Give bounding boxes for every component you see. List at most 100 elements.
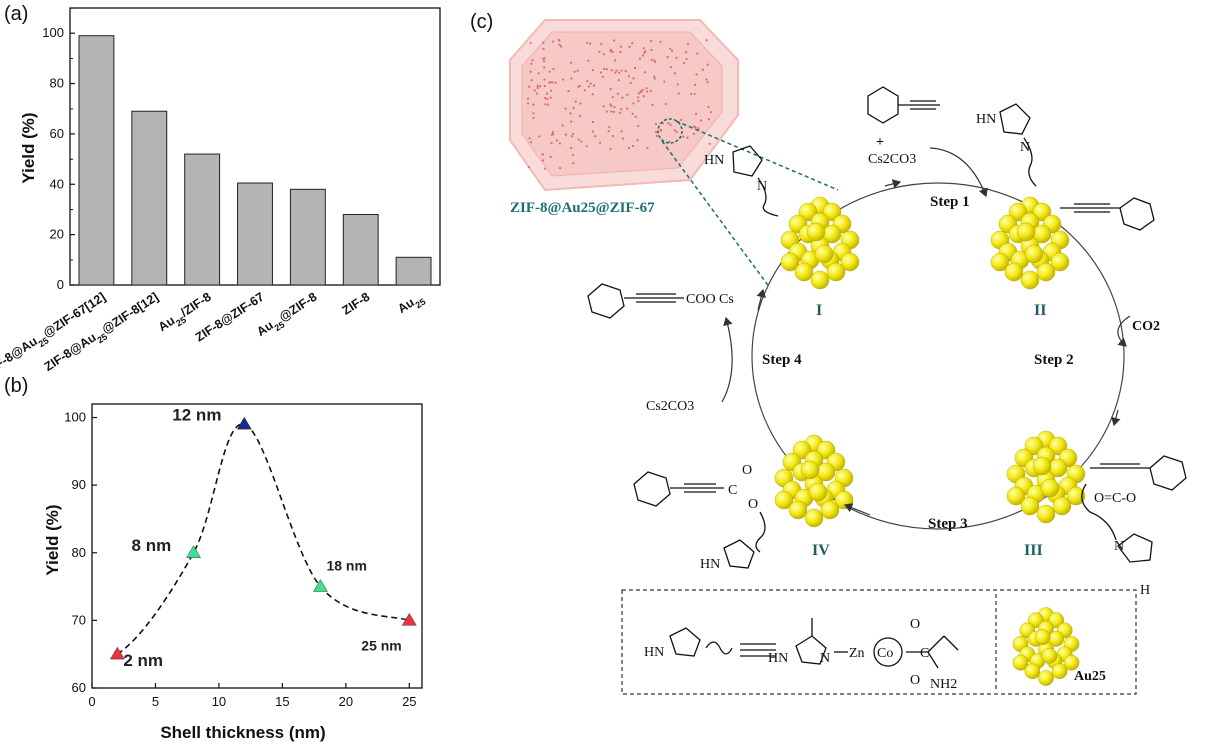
crystal-dot (614, 71, 617, 74)
crystal-dot (572, 162, 575, 165)
crystal-dot (677, 92, 680, 95)
crystal-dot (587, 59, 590, 62)
panel-label-c: (c) (470, 11, 493, 33)
crystal-dot (542, 60, 546, 63)
crystal-dot (627, 75, 631, 78)
crystal-dot (685, 51, 688, 54)
crystal-dot (530, 141, 533, 144)
bar-zif-8-zif-67 (237, 182, 273, 286)
crystal-dot (642, 94, 645, 98)
crystal-dot (631, 144, 635, 148)
crystal-dot (639, 90, 642, 93)
n-II: N (1020, 140, 1030, 155)
crystal-dot (528, 85, 531, 88)
au-atom (788, 500, 808, 520)
crystal-dot (616, 92, 619, 96)
crystal-dot (583, 89, 586, 92)
crystal-dot (663, 80, 666, 83)
xtick-label-au25-zif-8: Au25@ZIF-8 (254, 290, 321, 343)
crystal-dot (654, 60, 657, 64)
crystal-dot (570, 120, 573, 123)
crystal-dot (697, 127, 700, 130)
xlabel-b: Shell thickness (nm) (160, 723, 325, 742)
au-atom (826, 262, 846, 282)
step-1-label: Step 1 (930, 194, 970, 210)
crystal-dot (529, 70, 532, 73)
au-atom (1008, 202, 1028, 222)
crystal-dot (551, 131, 554, 134)
crystal-dot (586, 41, 589, 44)
bar-au25-zif-8 (289, 188, 326, 286)
hn-I: HN (704, 153, 724, 168)
panel-label-b: (b) (4, 375, 28, 397)
point-label-25-nm: 25 nm (361, 637, 401, 653)
imidazole-II (999, 103, 1155, 231)
au-atom (1048, 612, 1065, 629)
crystal-dot (611, 96, 614, 99)
ytick-label-a: 0 (57, 277, 64, 292)
crystal-dot (591, 120, 594, 124)
legend-n: N (820, 651, 830, 666)
au-atom (1034, 629, 1051, 646)
xtick-label-b: 10 (212, 694, 226, 709)
au-atom (1040, 478, 1060, 498)
crystal-dot (533, 89, 536, 92)
step-4-label: Step 4 (762, 352, 802, 368)
au-atom (1016, 222, 1036, 242)
crystal-dot (551, 81, 554, 84)
crystal-dot (608, 126, 611, 129)
crystal-dot (629, 81, 632, 85)
crystal-dot (620, 130, 623, 133)
crystal-dot (585, 145, 588, 148)
crystal-dot (537, 72, 540, 75)
hn-II: HN (976, 112, 996, 127)
n-III: N (1114, 539, 1124, 554)
crystal-dot (613, 106, 616, 109)
crystal-dot (542, 41, 545, 44)
phenylacetylene-top (867, 86, 940, 124)
crystal-dot (532, 116, 535, 120)
crystal-dot (598, 50, 601, 53)
point-label-18-nm: 18 nm (326, 558, 366, 574)
ytick-label-a: 20 (50, 227, 64, 242)
n-I: N (757, 179, 767, 194)
point-2-nm (109, 646, 125, 660)
au-atom (1024, 663, 1041, 680)
crystal-dot (620, 69, 623, 72)
crystal-dot (673, 128, 676, 132)
crystal-dot (552, 68, 555, 71)
crystal-dot (692, 132, 695, 135)
au-atom (806, 222, 826, 242)
legend-co: Co (877, 646, 893, 661)
xtick-label-b: 5 (152, 694, 159, 709)
crystal-dot (547, 103, 550, 106)
crystal-dot (543, 78, 546, 81)
product-coo: COO (686, 292, 716, 307)
crystal-dot (641, 88, 644, 92)
crystal-dot (709, 111, 712, 114)
crystal-dot (650, 48, 653, 52)
crystal-dot (543, 84, 546, 87)
crystal-dot (550, 142, 553, 145)
crystal-dot (586, 79, 589, 83)
crystal-dot (620, 108, 623, 111)
crystal-dot (570, 135, 573, 138)
xtick-label-b: 20 (339, 694, 353, 709)
intermediate-IV: IV (812, 542, 830, 559)
crystal-dot (613, 59, 617, 62)
au-atom (1038, 670, 1054, 686)
product-label: Cs (719, 292, 734, 307)
crystal-dot (707, 105, 710, 108)
crystal-dot (641, 54, 644, 57)
hn-IV: HN (700, 557, 720, 572)
crystal-dot (570, 146, 573, 150)
crystal-dot (673, 72, 676, 75)
crystal-dot (653, 75, 656, 78)
crystal-dot (659, 129, 662, 132)
crystal-dot (705, 39, 708, 42)
crystal-dot (659, 40, 662, 43)
crystal-dot (654, 122, 658, 126)
crystal-dot (611, 50, 614, 53)
crystal-dot (544, 103, 547, 106)
crystal-dot (571, 153, 574, 157)
